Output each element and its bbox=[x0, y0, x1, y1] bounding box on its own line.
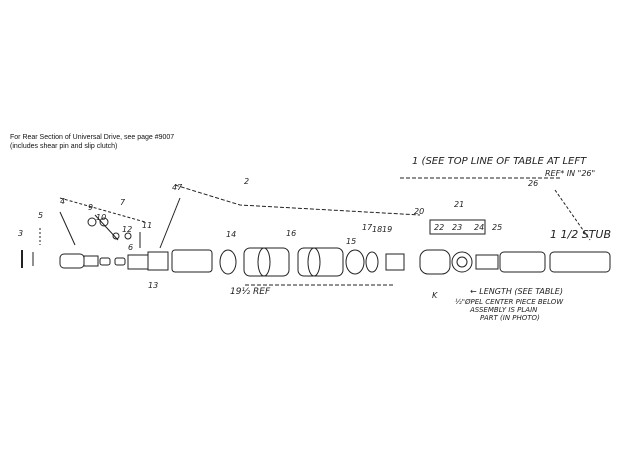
part-number-10: 10 bbox=[96, 213, 106, 222]
part-number-5: 5 bbox=[38, 211, 43, 220]
part-number-17: 17 bbox=[362, 223, 373, 232]
header-line-2: (includes shear pin and slip clutch) bbox=[10, 143, 118, 150]
part-number-12: 12 bbox=[122, 225, 132, 234]
stub-callout: 1 1/2 STUB bbox=[550, 228, 611, 241]
part-number-47: 47 bbox=[172, 183, 183, 192]
note-line-3: PART (IN PHOTO) bbox=[480, 314, 540, 322]
part-number-26: 26 bbox=[528, 179, 538, 188]
part-number-6: 6 bbox=[128, 243, 133, 252]
part-number-9: 9 bbox=[88, 203, 93, 212]
part-number-14: 14 bbox=[226, 230, 236, 239]
ref-dimension: 19½ REF bbox=[230, 287, 271, 297]
note-line-1: ½"ØPEL CENTER PIECE BELOW bbox=[455, 298, 564, 306]
part-number-7: 7 bbox=[120, 198, 126, 207]
part-number-22: 22 bbox=[434, 223, 444, 232]
part-number-13: 13 bbox=[148, 281, 158, 290]
part-number-2: 2 bbox=[244, 177, 249, 186]
ref-callout: REF* IN "26" bbox=[545, 169, 595, 178]
k-label: K bbox=[432, 291, 438, 300]
part-number-19: 19 bbox=[382, 225, 392, 234]
part-number-25: 25 bbox=[492, 223, 502, 232]
header-line-1: For Rear Section of Universal Drive, see… bbox=[10, 134, 175, 141]
part-number-20: 20 bbox=[414, 207, 424, 216]
part-number-15: 15 bbox=[346, 237, 356, 246]
length-note: ← LENGTH (SEE TABLE) bbox=[470, 287, 563, 296]
note-line-2: ASSEMBLY IS PLAIN bbox=[469, 306, 538, 314]
part-number-21: 21 bbox=[454, 200, 464, 209]
part-number-11: 11 bbox=[142, 221, 152, 230]
part-number-24: 24 bbox=[474, 223, 484, 232]
part-number-3: 3 bbox=[18, 229, 23, 238]
part-number-16: 16 bbox=[286, 229, 296, 238]
part-number-23: 23 bbox=[452, 223, 462, 232]
part-number-4: 4 bbox=[60, 197, 65, 206]
see-top-line-callout: 1 (SEE TOP LINE OF TABLE AT LEFT bbox=[412, 156, 587, 167]
part-number-18: 18 bbox=[372, 225, 382, 234]
